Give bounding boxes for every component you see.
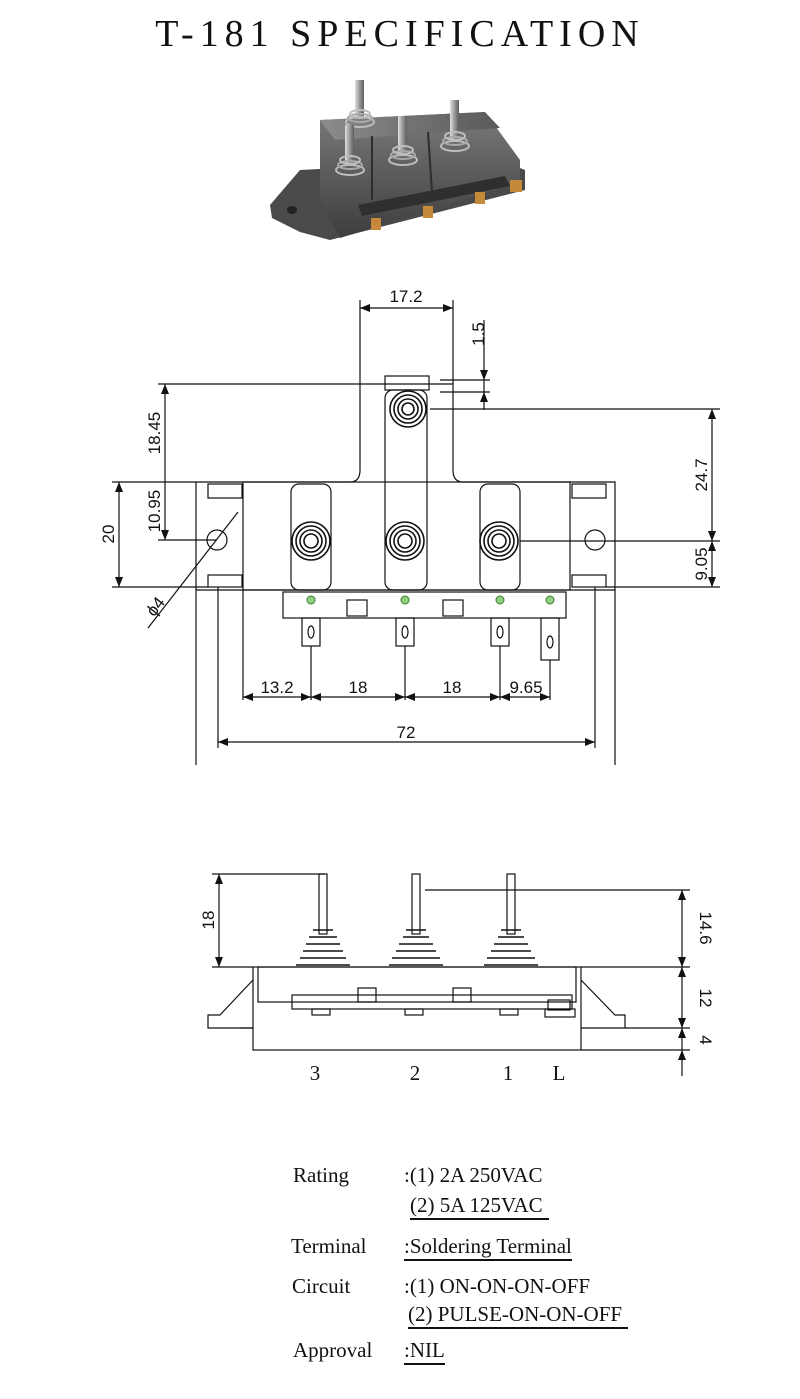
dim-10-95: 10.95 [145,490,164,533]
dim-18-45: 18.45 [145,412,164,455]
spec-label-approval: Approval [293,1338,373,1362]
spec-terminal-value: :Soldering Terminal [404,1234,572,1261]
dim-18-a: 18 [349,678,368,697]
spec-label-circuit: Circuit [292,1274,351,1298]
dim-9-65: 9.65 [509,678,542,697]
side-view-drawing [207,873,690,1076]
product-photo [270,80,525,240]
page-title: T-181 SPECIFICATION [155,13,645,55]
spec-circuit-line-2: (2) PULSE-ON-ON-OFF [408,1302,629,1329]
spec-circuit-line-1: :(1) ON-ON-ON-OFF [404,1274,591,1298]
dim-20: 20 [99,525,118,544]
spec-approval-value: :NIL [404,1338,445,1365]
dim-17-2: 17.2 [389,287,422,306]
terminal-label-2: 2 [410,1061,421,1085]
dim-13-2: 13.2 [260,678,293,697]
spec-rating-line-2: (2) 5A 125VAC [410,1193,549,1220]
spec-label-rating: Rating [293,1163,349,1187]
spec-rating-line-1: :(1) 2A 250VAC [404,1163,543,1187]
dim-side-4: 4 [696,1035,715,1044]
dim-9-05: 9.05 [692,547,711,580]
terminal-label-1: 1 [503,1061,514,1085]
dim-72: 72 [397,723,416,742]
top-view-drawing [112,300,720,765]
dim-1-5: 1.5 [469,322,488,346]
dim-side-14-6: 14.6 [696,911,715,944]
terminal-label-3: 3 [310,1061,321,1085]
dim-phi4: ϕ4 [142,593,169,620]
dim-side-12: 12 [696,989,715,1008]
dim-24-7: 24.7 [692,458,711,491]
spec-label-terminal: Terminal [291,1234,367,1258]
contact-dots [306,595,555,605]
dim-side-18: 18 [199,911,218,930]
dim-18-b: 18 [443,678,462,697]
terminal-label-L: L [553,1061,566,1085]
